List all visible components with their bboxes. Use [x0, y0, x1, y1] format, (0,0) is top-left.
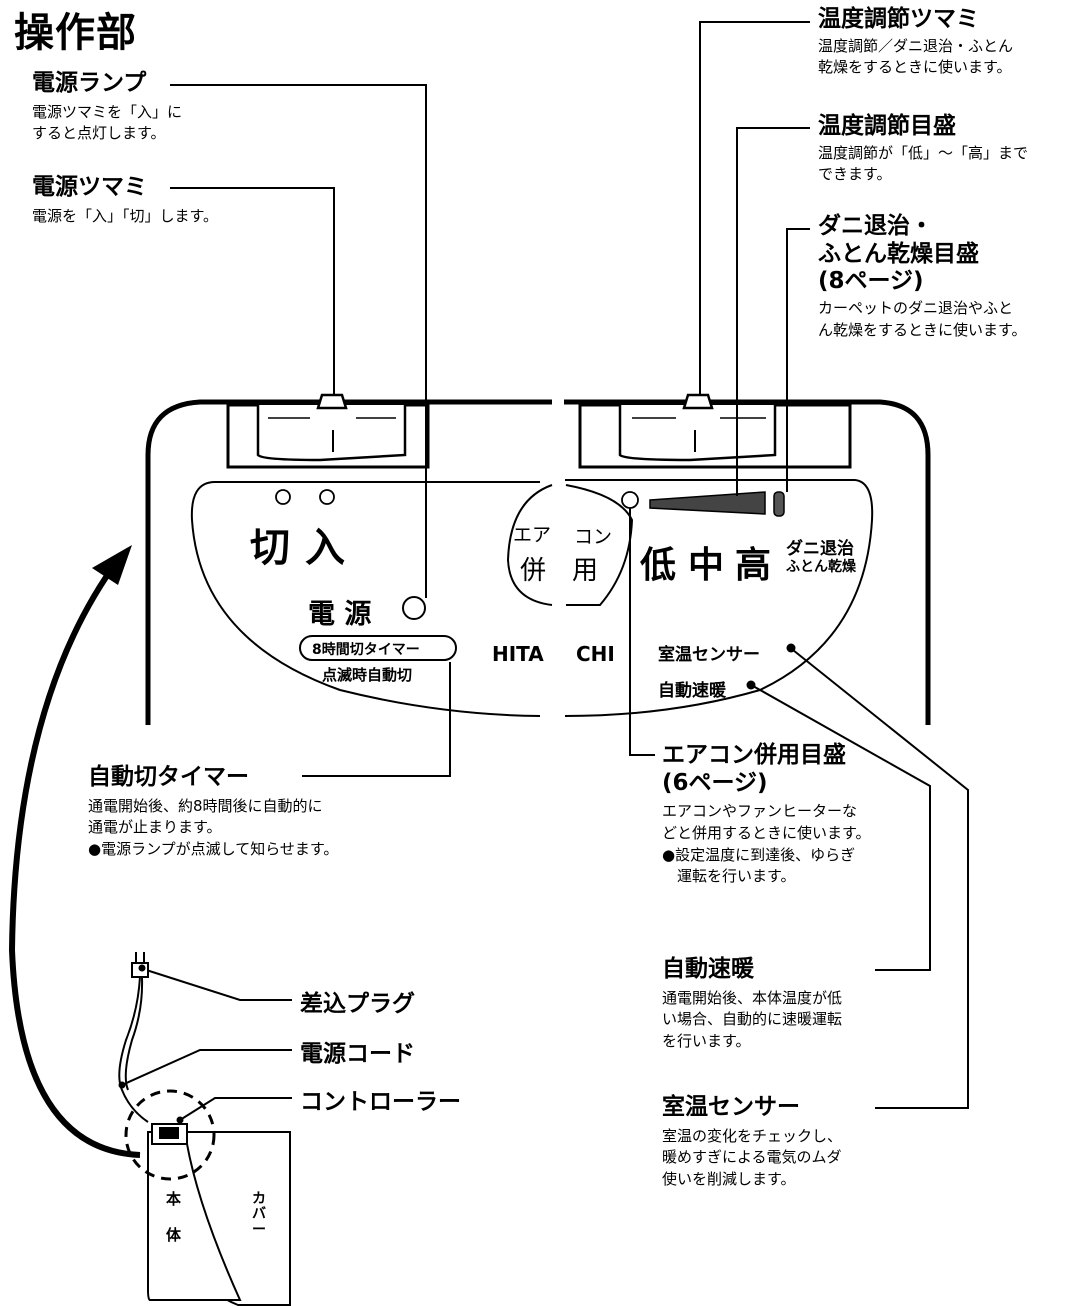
- controller-outline: [145, 399, 931, 725]
- panel-mid: 中: [688, 545, 725, 586]
- power-knob: [256, 405, 407, 462]
- room-sensor-heading: 室温センサー: [662, 1094, 800, 1120]
- power-lamp: [402, 596, 426, 620]
- dani-scale-desc: カーペットのダニ退治やふと ん乾燥をするときに使います。: [818, 298, 1027, 339]
- mini-carpet: [147, 1123, 291, 1306]
- dani-scale-label: ダニ退治・ ふとん乾燥目盛 (8ページ) カーペットのダニ退治やふと ん乾燥をす…: [818, 213, 1027, 341]
- auto-timer-heading: 自動切タイマー: [88, 764, 249, 790]
- room-sensor-desc: 室温の変化をチェックし、 暖めすぎによる電気のムダ 使いを削減します。: [662, 1126, 843, 1189]
- aircon-scale-heading: エアコン併用目盛 (6ページ): [662, 742, 846, 796]
- mini-cover: カ バ ー: [252, 1191, 266, 1238]
- dani-scale-mark: [773, 491, 785, 517]
- panel-on-label: 入: [305, 525, 345, 571]
- room-sensor-label: 室温センサー 室温の変化をチェックし、 暖めすぎによる電気のムダ 使いを削減しま…: [662, 1094, 842, 1191]
- aircon-lamp: [621, 491, 639, 509]
- panel-aircon-text-2b: 用: [572, 556, 599, 586]
- leader-lines: [121, 21, 969, 1121]
- controller-highlight-circle: [124, 1089, 216, 1181]
- temp-knob-desc: 温度調節／ダニ退治・ふとん 乾燥をするときに使います。: [818, 36, 1014, 77]
- auto-warm-heading: 自動速暖: [662, 956, 754, 982]
- panel-high: 高: [735, 545, 772, 586]
- auto-warm-desc: 通電開始後、本体温度が低 い場合、自動的に速暖運転 を行います。: [662, 988, 843, 1051]
- timer-badge-frame: [299, 635, 457, 661]
- dani-scale-heading: ダニ退治・ ふとん乾燥目盛 (8ページ): [818, 213, 979, 295]
- page-title: 操作部: [14, 10, 137, 56]
- aircon-scale-desc: エアコンやファンヒーターな どと併用するときに使います。 ●設定温度に到達後、ゆ…: [662, 802, 871, 886]
- temp-knob-heading: 温度調節ツマミ: [818, 6, 979, 32]
- panel-aircon-text-2a: 併: [520, 556, 547, 586]
- power-lamp-heading: 電源ランプ: [32, 70, 147, 96]
- temp-scale-desc: 温度調節が「低」～「高」まで できます。: [818, 143, 1029, 184]
- temp-scale-label: 温度調節目盛 温度調節が「低」～「高」まで できます。: [818, 113, 1028, 186]
- temp-scale-wedge: [649, 491, 766, 515]
- panel-aircon-text-1: エア: [513, 524, 552, 546]
- aircon-scale-label: エアコン併用目盛 (6ページ) エアコンやファンヒーターな どと併用するときに使…: [662, 742, 871, 888]
- panel-right-outline: [564, 479, 874, 717]
- panel-room-sensor: 室温センサー: [658, 645, 760, 665]
- auto-warm-label: 自動速暖 通電開始後、本体温度が低 い場合、自動的に速暖運転 を行います。: [662, 956, 842, 1053]
- panel-auto-warm: 自動速暖: [658, 681, 726, 701]
- arrow-head: [92, 545, 132, 585]
- power-lamp-label: 電源ランプ 電源ツマミを「入」に すると点灯します。: [32, 70, 182, 145]
- auto-warm-dot: [746, 680, 756, 690]
- panel-power-label: 電 源: [308, 599, 372, 630]
- cord-label: 電源コード: [300, 1041, 415, 1067]
- panel-dani: ダニ退治: [786, 539, 854, 559]
- temp-knob-label: 温度調節ツマミ 温度調節／ダニ退治・ふとん 乾燥をするときに使います。: [818, 6, 1013, 79]
- panel-brand-left: HITA: [492, 642, 544, 666]
- plug-label: 差込プラグ: [300, 991, 415, 1017]
- power-knob-heading: 電源ツマミ: [32, 174, 147, 200]
- plug-cord: [118, 952, 149, 1123]
- auto-timer-label: 自動切タイマー 通電開始後、約8時間後に自動的に 通電が止まります。 ●電源ラン…: [88, 764, 338, 861]
- panel-left-outline: [190, 481, 541, 717]
- aircon-leaf: [506, 484, 553, 606]
- controller-label: コントローラー: [300, 1089, 461, 1115]
- on-lamp: [319, 489, 335, 505]
- panel-timer-badge: 8時間切タイマー: [312, 642, 420, 658]
- temp-knob: [618, 405, 777, 462]
- mini-body-2: 体: [166, 1226, 182, 1244]
- auto-timer-desc: 通電開始後、約8時間後に自動的に 通電が止まります。 ●電源ランプが点滅して知ら…: [88, 796, 339, 859]
- panel-futon: ふとん乾燥: [786, 559, 856, 575]
- curved-arrow: [8, 558, 141, 1158]
- temp-scale-heading: 温度調節目盛: [818, 113, 956, 139]
- off-lamp: [275, 489, 291, 505]
- panel-timer-note: 点滅時自動切: [322, 666, 413, 684]
- panel-brand-right: CHI: [576, 642, 615, 666]
- panel-aircon-text-1b: コン: [574, 526, 613, 548]
- power-knob-desc: 電源を「入」「切」します。: [32, 206, 219, 225]
- power-knob-label: 電源ツマミ 電源を「入」「切」します。: [32, 174, 218, 227]
- mini-body-1: 本: [166, 1190, 182, 1208]
- panel-off-label: 切: [250, 525, 290, 571]
- panel-low: 低: [640, 545, 677, 586]
- power-lamp-desc: 電源ツマミを「入」に すると点灯します。: [32, 102, 183, 143]
